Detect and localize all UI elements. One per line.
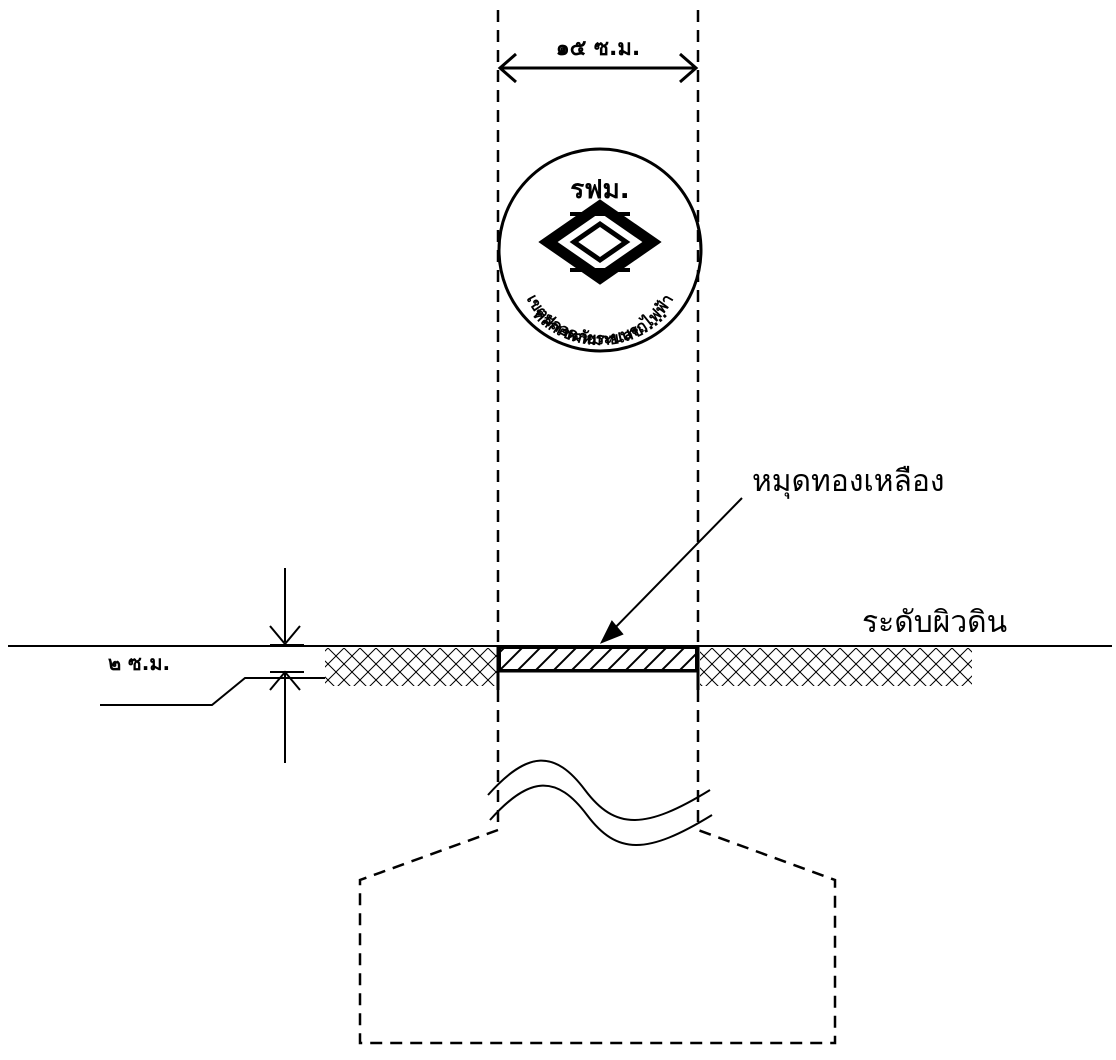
brass-cap (499, 647, 697, 671)
width-label: ๑๕ ซ.ม. (556, 36, 640, 61)
break-symbol (487, 759, 713, 846)
brass-leader (599, 497, 743, 644)
width-dimension (497, 52, 699, 84)
brass-label: หมุดทองเหลือง (752, 464, 945, 500)
ground-label: ระดับผิวดิน (862, 605, 1007, 640)
depth-label: ๒ ซ.ม. (108, 651, 170, 675)
post-body-solid-edges (496, 645, 700, 690)
post-outline (358, 10, 837, 1045)
soil-hatch-left (325, 648, 497, 686)
seal-emblem: รฟม. เขตปลอดภัยระบบรถไฟฟ้า หลักเขตหมายเล… (497, 147, 703, 353)
depth-dimension (100, 568, 325, 763)
soil-hatch-right (700, 648, 972, 686)
diamond-logo-icon (538, 199, 662, 285)
